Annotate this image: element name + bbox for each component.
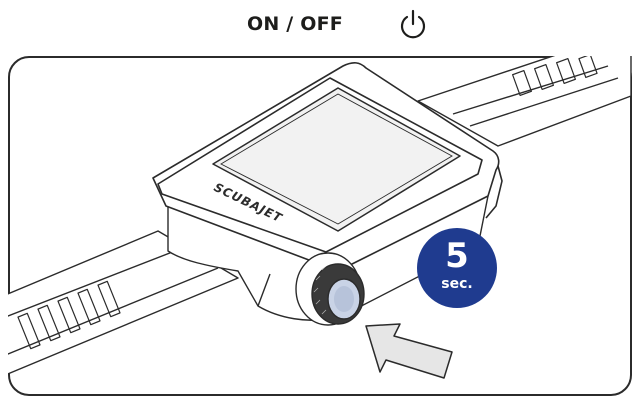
duration-unit: sec. xyxy=(441,276,473,292)
power-icon xyxy=(400,9,426,39)
power-button xyxy=(295,252,365,326)
press-arrow xyxy=(365,323,453,379)
title-on-off: ON / OFF xyxy=(247,13,343,35)
duration-badge: 5 sec. xyxy=(417,228,497,308)
strap-upper xyxy=(417,56,632,147)
header: ON / OFF xyxy=(0,0,638,52)
device-screen xyxy=(212,87,461,232)
duration-number: 5 xyxy=(445,236,469,276)
device-illustration: SCUBAJET xyxy=(8,56,632,396)
